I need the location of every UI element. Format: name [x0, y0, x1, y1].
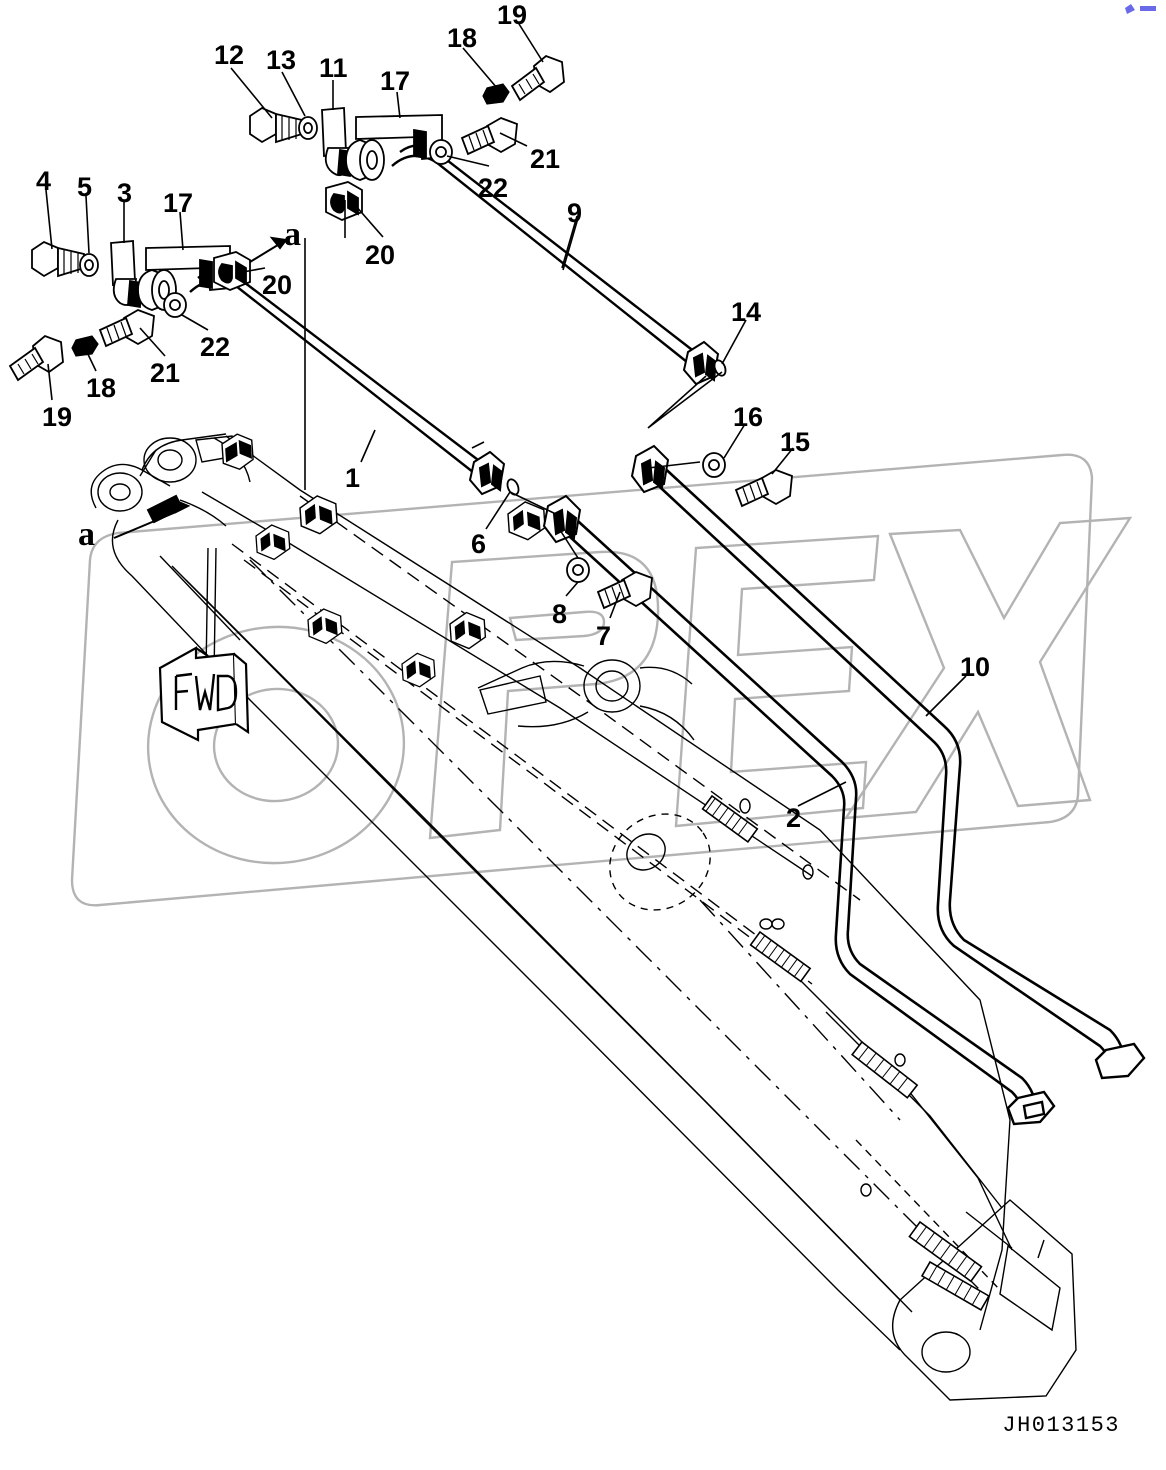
callout-8: 8 — [552, 599, 568, 629]
clamp-20-bottom-extra — [213, 251, 251, 291]
bolt-4 — [31, 240, 85, 278]
callout-21-top: 21 — [530, 144, 561, 174]
callout-20-top: 20 — [365, 240, 396, 270]
callout-17-bottom: 17 — [163, 188, 194, 218]
tube-9 — [391, 144, 701, 367]
plug-18-top — [482, 83, 510, 105]
plug-18-bottom — [71, 335, 99, 357]
hose-10-lower-fitting — [1094, 1042, 1146, 1080]
boom-clamp-blocks — [221, 433, 990, 1311]
fwd-direction-marker — [158, 646, 250, 742]
callout-22-bottom: 22 — [200, 332, 231, 362]
watermark-opex — [70, 453, 1133, 907]
callout-15: 15 — [780, 427, 811, 457]
clamp-20-top — [345, 139, 385, 181]
section-arrow-upper — [249, 236, 288, 263]
bolt-21-top — [460, 117, 518, 156]
bolt-12 — [249, 106, 303, 144]
washer-13 — [298, 116, 318, 140]
callout-19-top: 19 — [497, 0, 528, 30]
bolt-7 — [596, 571, 653, 610]
section-arrow-lower — [113, 494, 191, 539]
plate-17-top — [355, 114, 443, 160]
callout-5: 5 — [77, 172, 93, 202]
bolt-19-bottom — [8, 334, 64, 382]
callout-9: 9 — [567, 198, 583, 228]
hose-2-lower-fitting — [1006, 1090, 1056, 1126]
hose-10-upper-fitting — [630, 444, 670, 494]
callout-13: 13 — [266, 45, 297, 75]
callout-11: 11 — [319, 53, 348, 83]
leader-lines — [45, 23, 967, 807]
hose-2-upper-fitting — [542, 494, 582, 544]
callout-2: 2 — [786, 803, 802, 833]
callout-14: 14 — [731, 297, 762, 327]
clamp-20-top-extra — [325, 181, 363, 221]
callout-6: 6 — [471, 529, 487, 559]
tube-1-end-fitting — [468, 450, 506, 496]
callout-20-bottom: 20 — [262, 270, 293, 300]
washer-16 — [702, 452, 726, 478]
callout-22-top: 22 — [478, 173, 509, 203]
callout-18-top: 18 — [447, 23, 478, 53]
callout-4: 4 — [36, 166, 52, 196]
plate-17-bottom — [145, 245, 231, 291]
tube-9-end-fitting — [682, 340, 720, 386]
washer-5 — [79, 253, 99, 277]
washer-22-bottom — [163, 292, 187, 318]
bolt-15 — [734, 469, 793, 508]
callout-18-bottom: 18 — [86, 373, 117, 403]
callout-12: 12 — [214, 40, 245, 70]
section-mark-lower: a — [78, 516, 95, 553]
callout-1: 1 — [345, 463, 361, 493]
bracket-3 — [110, 240, 143, 309]
callout-7: 7 — [596, 621, 612, 651]
section-mark-upper: a — [284, 216, 301, 253]
washer-8 — [566, 557, 590, 583]
blue-artifact — [1125, 4, 1156, 14]
callout-3: 3 — [117, 178, 133, 208]
callout-10: 10 — [960, 652, 991, 682]
callout-19-bottom: 19 — [42, 402, 73, 432]
callout-16: 16 — [733, 402, 764, 432]
drawing-number: JH013153 — [1002, 1413, 1120, 1438]
washer-22-top — [429, 139, 453, 165]
callout-21-bottom: 21 — [150, 358, 181, 388]
callout-17-top: 17 — [380, 66, 411, 96]
bolt-19-top — [510, 54, 565, 102]
bolt-21-bottom — [98, 309, 155, 348]
